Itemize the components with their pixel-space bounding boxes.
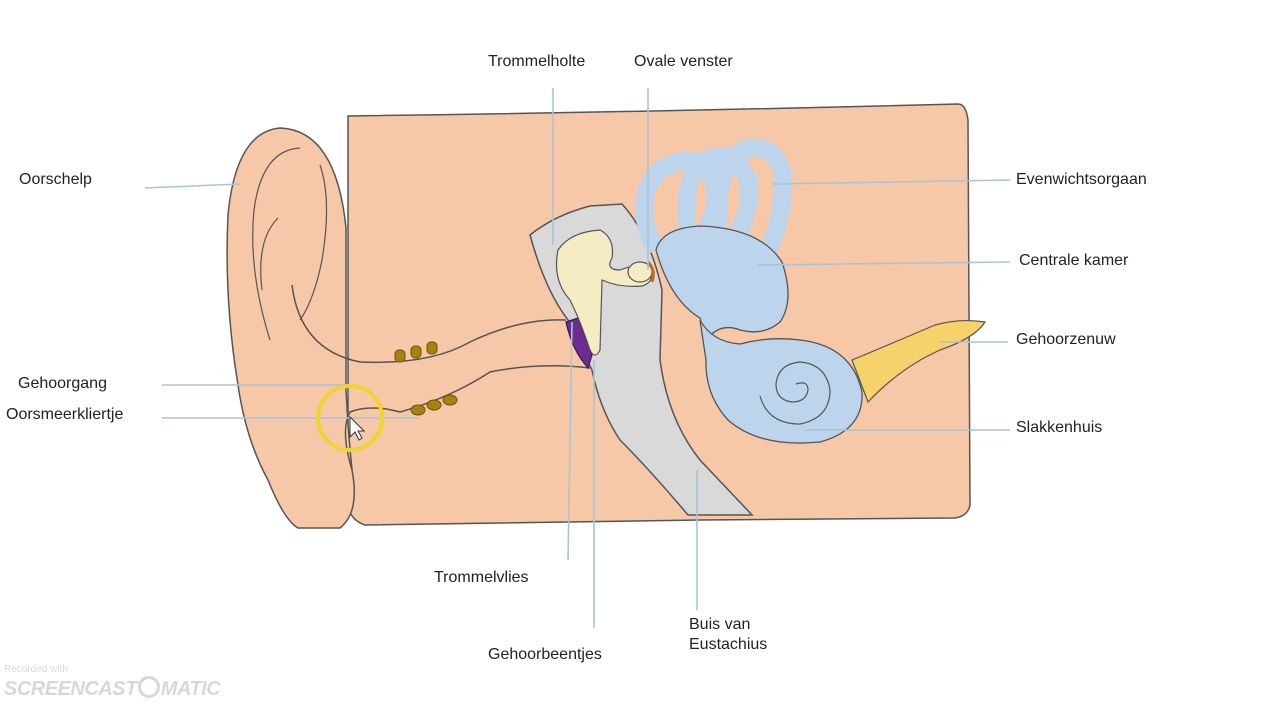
label-gehoorzenuw: Gehoorzenuw: [1016, 331, 1116, 348]
screencast-watermark: Recorded with SCREENCAST MATIC: [4, 664, 221, 701]
label-trommelvlies: Trommelvlies: [434, 569, 529, 586]
label-slakkenhuis: Slakkenhuis: [1016, 419, 1103, 436]
cochlea: [699, 319, 863, 444]
watermark-right: MATIC: [160, 678, 221, 700]
cursor-highlight: [316, 384, 384, 452]
semicircular-canals: [635, 138, 792, 256]
auditory-nerve: [851, 319, 986, 404]
label-buis-van-eustachius: Buis van Eustachius: [689, 616, 768, 653]
label-oorsmeerkliertje: Oorsmeerkliertje: [6, 406, 124, 423]
watermark-logo: SCREENCAST MATIC: [4, 676, 221, 701]
watermark-small-text: Recorded with: [4, 664, 68, 675]
label-gehoorbeentjes: Gehoorbeentjes: [488, 646, 602, 663]
central-chamber: [655, 225, 789, 342]
label-trommelholte: Trommelholte: [488, 53, 586, 70]
outer-ear: [226, 127, 355, 529]
earwax-glands-upper: [394, 341, 438, 363]
label-centrale-kamer: Centrale kamer: [1019, 252, 1129, 269]
label-gehoorgang: Gehoorgang: [18, 375, 107, 392]
oval-window: [646, 260, 655, 283]
ear-canal-upper: [291, 284, 567, 364]
ear-antihelix: [299, 164, 328, 321]
ossicles: [555, 229, 652, 356]
earwax-glands-lower: [410, 394, 458, 416]
label-evenwichtsorgaan: Evenwichtsorgaan: [1016, 171, 1147, 188]
leader-lines: [144, 88, 1011, 628]
ear-inner-fold: [252, 147, 301, 341]
watermark-o-icon: [137, 676, 160, 698]
watermark-left: SCREENCAST: [4, 678, 137, 700]
ear-inner-fold-2: [260, 217, 279, 291]
mouse-cursor-icon: [349, 415, 366, 441]
label-ovale-venster: Ovale venster: [634, 53, 733, 70]
label-oorschelp: Oorschelp: [19, 171, 92, 188]
cochlea-spiral: [759, 361, 831, 425]
